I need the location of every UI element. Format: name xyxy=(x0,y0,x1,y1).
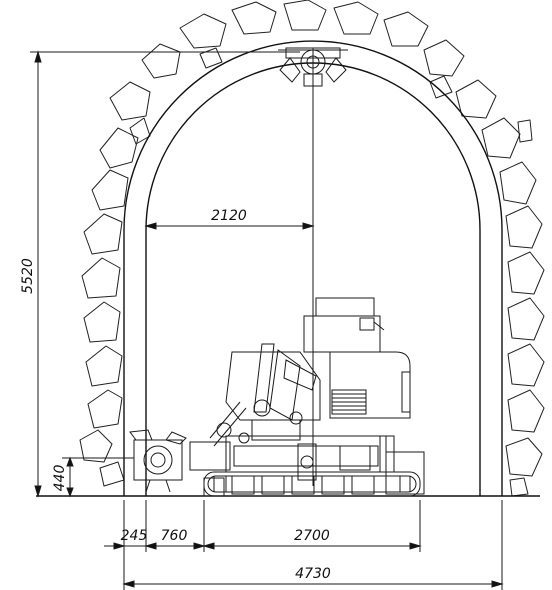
dim-cutter-height: 440 xyxy=(52,465,68,492)
tunneling-machine xyxy=(129,297,425,497)
dim-gap-left: 245 xyxy=(121,528,148,544)
rock-texture xyxy=(79,0,545,497)
roof-drill-head xyxy=(278,47,348,87)
dim-height-total: 5520 xyxy=(20,258,36,294)
dimension-lines xyxy=(30,50,504,590)
dim-track-length: 2700 xyxy=(294,528,330,544)
dim-half-width: 2120 xyxy=(211,208,247,224)
dim-boom-reach: 760 xyxy=(161,528,188,544)
dim-tunnel-width: 4730 xyxy=(295,566,331,582)
